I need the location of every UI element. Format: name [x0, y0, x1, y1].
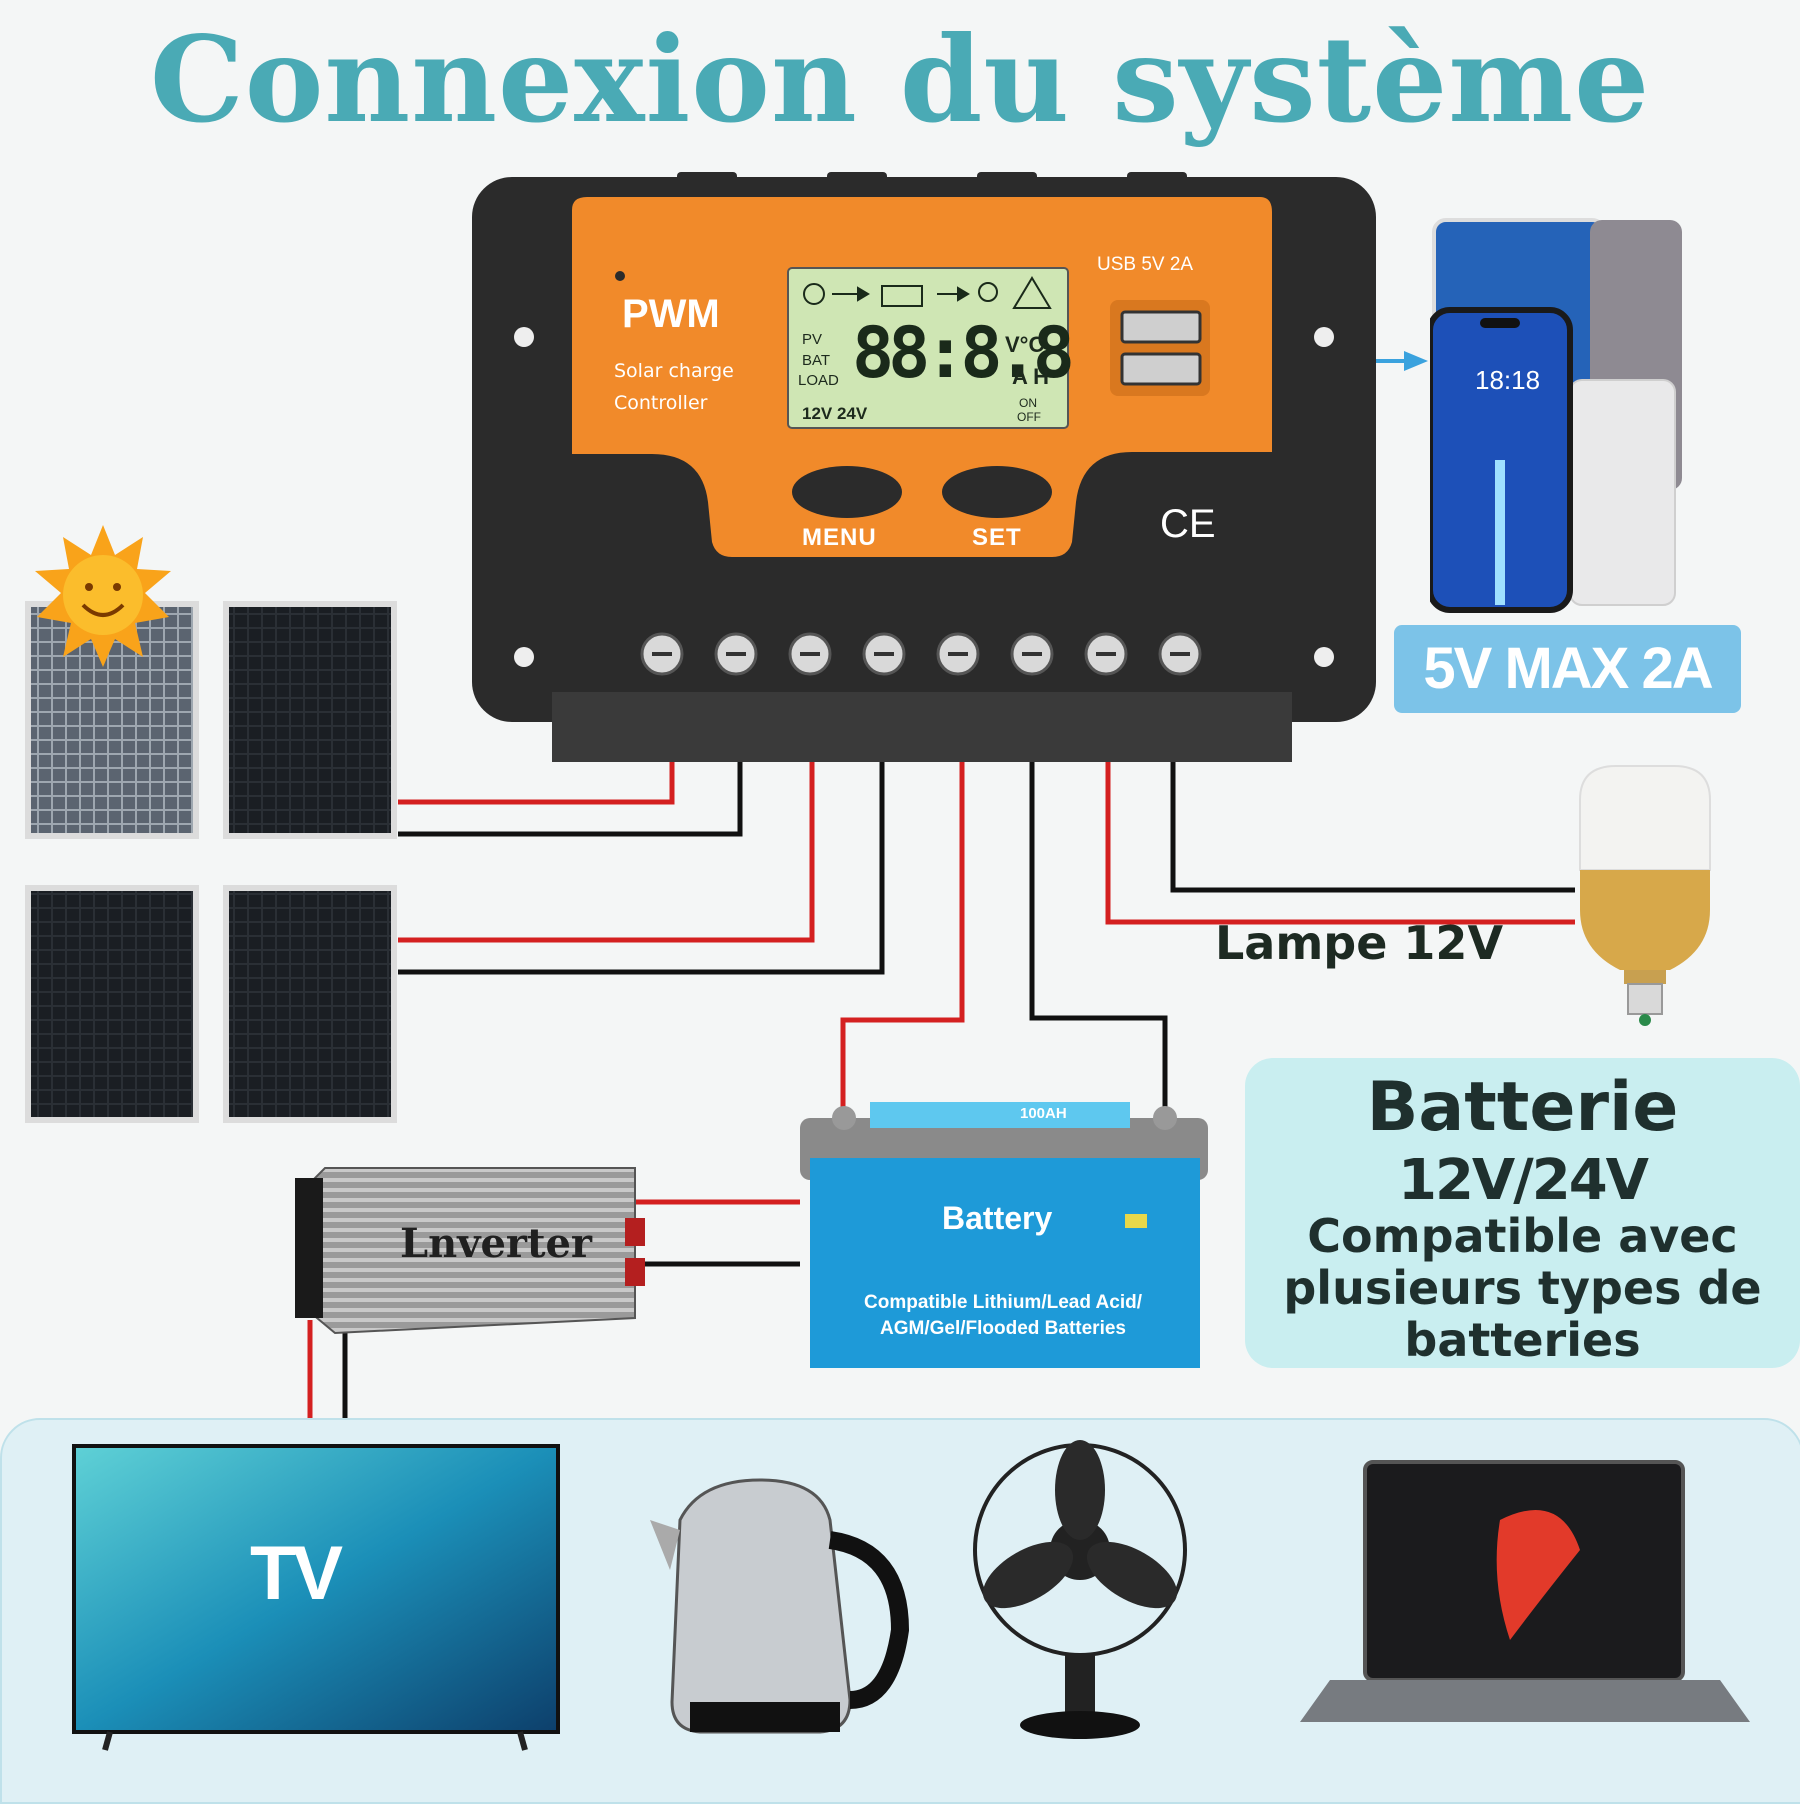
lamp-bulb-icon: [1579, 765, 1711, 1026]
kettle-icon: [650, 1478, 910, 1734]
battery-compat-1: Compatible Lithium/Lead Acid/: [864, 1292, 1142, 1313]
wire-battery-positive: [840, 730, 965, 1110]
lcd-unit-top: V°C: [1005, 332, 1045, 357]
wire-battery-negative: [1029, 730, 1168, 1110]
lcd-bat-label: BAT: [802, 352, 831, 369]
set-button: [942, 466, 1052, 518]
lcd-digits: 88:8.8: [852, 312, 1075, 394]
lamp-label: Lampe 12V: [1215, 916, 1504, 970]
laptop-icon: [1300, 1460, 1750, 1722]
lcd-battery-icon: [881, 285, 923, 307]
usb-output-badge: 5V MAX 2A: [1394, 625, 1741, 713]
lcd-off-label: OFF: [1017, 410, 1041, 424]
controller-body: [472, 172, 1376, 762]
usb-devices: [1430, 218, 1682, 613]
tv-label: TV: [250, 1531, 343, 1616]
battery-compat-2: AGM/Gel/Flooded Batteries: [880, 1318, 1126, 1339]
inverter-label: Lnverter: [400, 1220, 592, 1267]
sun-icon: [35, 525, 171, 667]
lcd-warning-icon: [1012, 276, 1052, 309]
wire-pv1-negative: [398, 730, 743, 837]
battery-panel-title: Batterie: [1366, 1068, 1679, 1147]
fan-icon: [973, 1440, 1187, 1739]
inverter-device: [295, 1167, 645, 1335]
lcd-unit-bottom: A H: [1012, 364, 1050, 389]
usb-port-label: USB 5V 2A: [1097, 254, 1194, 275]
wire-load-positive: [1105, 730, 1575, 925]
solar-panel-3: [25, 885, 199, 1123]
battery-compat-line-3: batteries: [1404, 1313, 1641, 1367]
wire-pv2-positive: [398, 730, 815, 943]
battery-compat-line-2: plusieurs types de: [1283, 1261, 1762, 1315]
lcd-pv-label: PV: [802, 331, 823, 348]
battery-terminal-negative: [1153, 1106, 1177, 1130]
menu-button: [792, 466, 902, 518]
battery-device: [800, 1102, 1208, 1368]
arrow-icon: [1404, 351, 1428, 371]
appliances: [72, 1440, 1750, 1751]
page-title: Connexion du système: [149, 10, 1651, 149]
battery-capacity: 100AH: [1020, 1105, 1067, 1122]
lcd-sun-icon: [803, 283, 825, 305]
solar-panel-4: [223, 885, 397, 1123]
battery-compat-line-1: Compatible avec: [1307, 1209, 1738, 1263]
set-button-label: SET: [972, 524, 1022, 551]
usb-output-text: 5V MAX 2A: [1423, 636, 1713, 701]
lcd-on-label: ON: [1019, 396, 1037, 410]
controller-type-label: PWM: [622, 292, 720, 336]
phone-time: 18:18: [1475, 365, 1541, 395]
lcd-voltage-label: 12V 24V: [802, 404, 868, 423]
solar-panels: [25, 601, 397, 1123]
controller-subtitle-2: Controller: [614, 392, 708, 414]
controller-subtitle-1: Solar charge: [614, 360, 734, 382]
battery-terminal-positive: [832, 1106, 856, 1130]
battery-info-panel: Batterie 12V/24V Compatible avec plusieu…: [1245, 1058, 1800, 1368]
battery-panel-voltage: 12V/24V: [1398, 1148, 1649, 1213]
lcd-status-icons: [803, 276, 1052, 309]
tv-icon: [72, 1444, 560, 1734]
powerbank-icon: [1569, 379, 1676, 606]
solar-charge-controller: PWM Solar charge Controller USB 5V 2A ME…: [472, 172, 1376, 772]
battery-name: Battery: [942, 1200, 1053, 1236]
solar-panel-2: [223, 601, 397, 839]
lcd-bulb-icon: [978, 282, 998, 302]
battery-panel-compat: Compatible avec plusieurs types de batte…: [1245, 1210, 1800, 1366]
lcd-load-label: LOAD: [798, 372, 839, 389]
menu-button-label: MENU: [802, 524, 877, 551]
ce-mark: CE: [1160, 502, 1216, 546]
wire-load-negative: [1170, 730, 1575, 893]
wire-pv2-negative: [398, 730, 885, 975]
